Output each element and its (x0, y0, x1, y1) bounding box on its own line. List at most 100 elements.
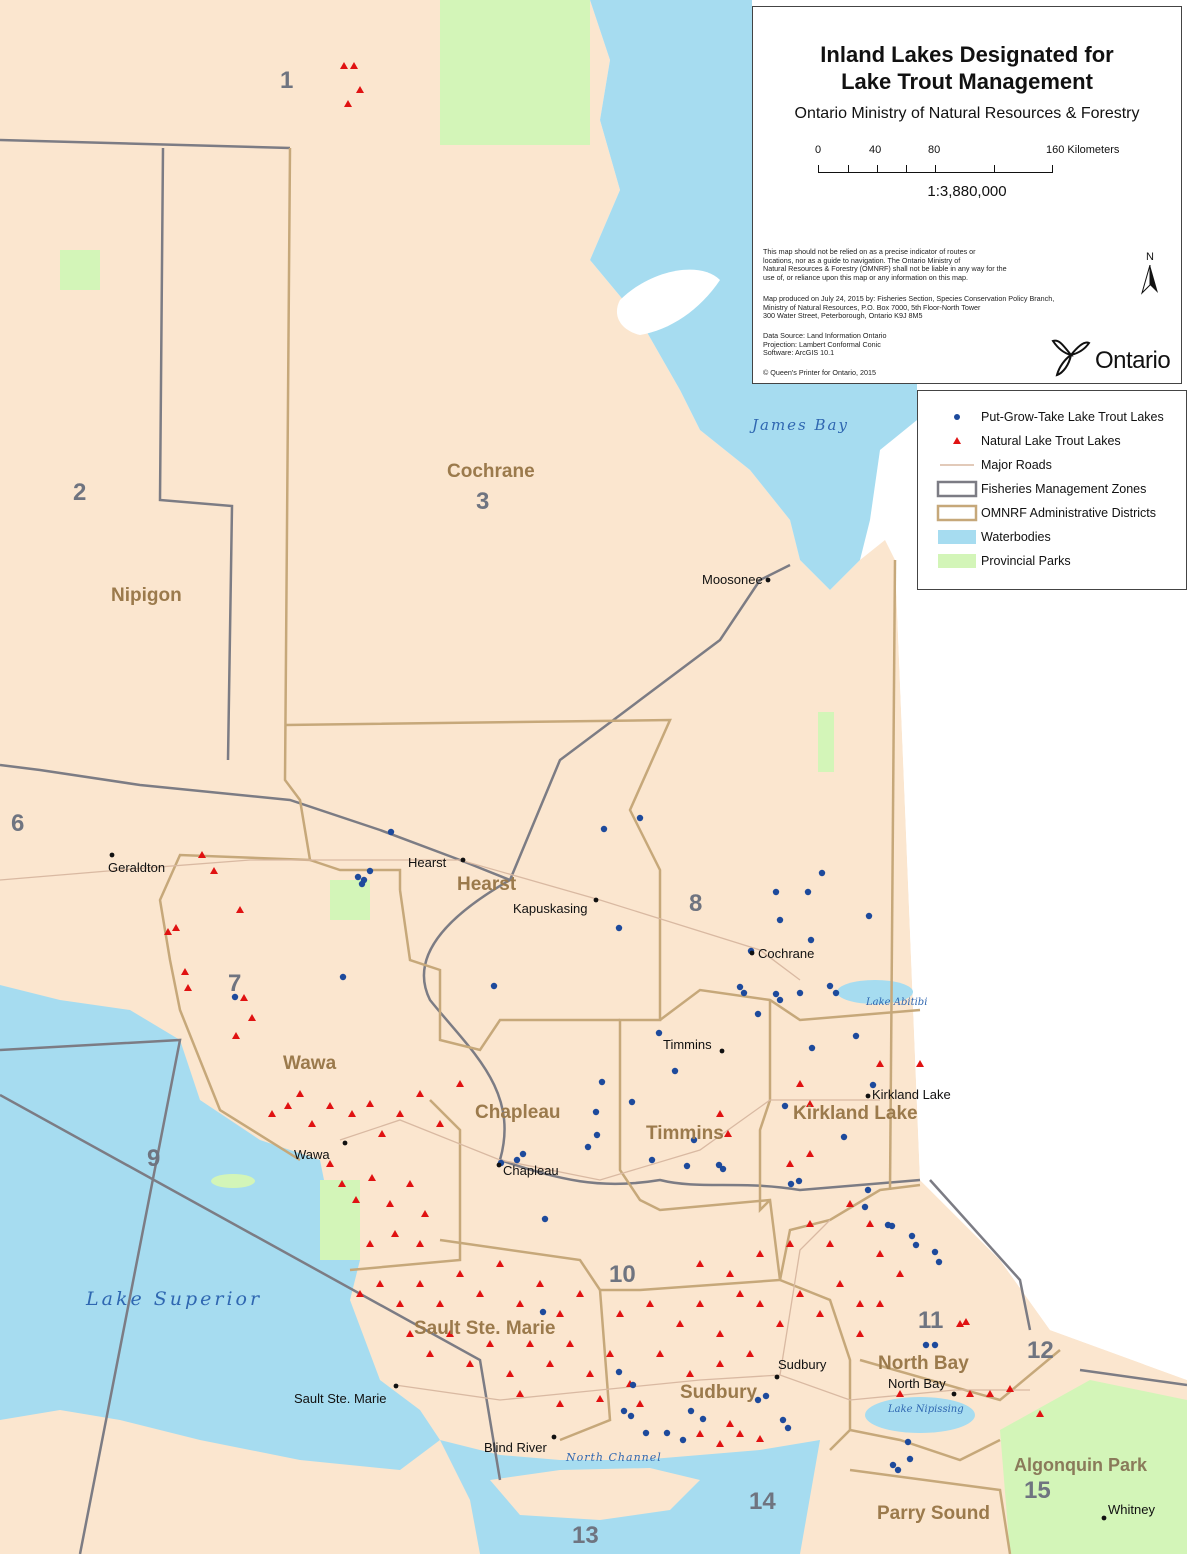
district-box-icon (936, 504, 978, 522)
park-polar-bear (440, 0, 590, 145)
zone-3: 3 (476, 488, 489, 515)
source-line: Data Source: Land Information Ontario (763, 331, 887, 340)
zone-2: 2 (73, 479, 86, 506)
label-james-bay: James Bay (749, 416, 849, 434)
town-points (109, 577, 1107, 1521)
district-wawa: Wawa (283, 1053, 337, 1074)
district-parry-sound: Parry Sound (877, 1503, 990, 1524)
map-title-line2: Lake Trout Management (841, 69, 1093, 94)
source-text: Data Source: Land Information Ontario Pr… (763, 331, 1113, 358)
road-line-icon (940, 464, 974, 466)
zone-14: 14 (749, 1488, 776, 1515)
label-north-channel: North Channel (565, 1451, 662, 1464)
town-blind-river: Blind River (484, 1440, 548, 1455)
town-moosonee: Moosonee (702, 572, 763, 587)
agency-name: Ontario Ministry of Natural Resources & … (794, 105, 1140, 122)
district-timmins: Timmins (646, 1123, 724, 1144)
ontario-logo: Ontario (1049, 331, 1183, 381)
district-sudbury: Sudbury (680, 1382, 757, 1403)
disclaimer-line: Natural Resources & Forestry (OMNRF) sha… (763, 264, 1007, 274)
zone-9: 9 (147, 1145, 160, 1172)
zone-1: 1 (280, 67, 293, 94)
north-arrow-icon (1140, 264, 1158, 295)
legend-label: Waterbodies (981, 530, 1051, 544)
legend-label: Natural Lake Trout Lakes (981, 434, 1121, 448)
district-chapleau: Chapleau (475, 1102, 561, 1123)
natural-lake-trout-lakes (164, 62, 1044, 1447)
lake-abitibi-shape (837, 980, 913, 1004)
lake-nipissing-shape (865, 1397, 975, 1433)
park-swatch-icon (938, 554, 976, 568)
algonquin-park-shape (1000, 1380, 1187, 1554)
quebec-land (895, 560, 1187, 1380)
water-swatch-icon (938, 530, 976, 544)
town-hearst: Hearst (408, 855, 447, 870)
fmz-lines (0, 138, 1187, 1554)
disclaimer-line: use of, or reliance upon this map or any… (763, 272, 968, 282)
town-cochrane: Cochrane (758, 946, 814, 961)
map-title-line1: Inland Lakes Designated for (820, 42, 1114, 67)
zone-8: 8 (689, 890, 702, 917)
scale-tick-80: 80 (928, 144, 941, 156)
zone-6: 6 (11, 810, 24, 837)
lake-superior (0, 985, 440, 1470)
scale-tick-40: 40 (869, 144, 882, 156)
michipicoten-island (211, 1174, 255, 1188)
town-whitney: Whitney (1108, 1502, 1155, 1517)
town-sudbury: Sudbury (778, 1357, 827, 1372)
town-kirkland-lake: Kirkland Lake (872, 1087, 951, 1102)
legend-panel: Put-Grow-Take Lake Trout Lakes Natural L… (917, 390, 1187, 590)
title-panel: Inland Lakes Designated for Lake Trout M… (752, 6, 1182, 384)
district-kirkland-lake: Kirkland Lake (793, 1103, 918, 1124)
town-timmins: Timmins (663, 1037, 712, 1052)
put-grow-take-lakes (231, 814, 943, 1474)
zone-15: 15 (1024, 1477, 1051, 1504)
zone-10: 10 (609, 1261, 636, 1288)
major-roads (0, 859, 1030, 1401)
zone-7: 7 (228, 970, 241, 997)
scale-bar (818, 162, 1053, 173)
label-lake-superior: Lake Superior (85, 1288, 262, 1310)
town-geraldton: Geraldton (108, 860, 165, 875)
label-lake-nipissing: Lake Nipissing (887, 1404, 964, 1415)
town-wawa: Wawa (294, 1147, 330, 1162)
dot-icon (954, 414, 960, 420)
district-nipigon: Nipigon (111, 585, 182, 606)
fmz-box-icon (936, 480, 978, 498)
disclaimer-line: locations, nor as a guide to navigation.… (763, 255, 961, 265)
district-north-bay: North Bay (878, 1353, 969, 1374)
district-hearst: Hearst (457, 874, 517, 895)
source-line: Projection: Lambert Conformal Conic (763, 339, 881, 349)
scale-tick-160: 160 Kilometers (1046, 144, 1120, 156)
label-lake-abitibi: Lake Abitibi (865, 997, 927, 1008)
park-2 (320, 1180, 360, 1260)
produced-text: Map produced on July 24, 2015 by: Fisher… (763, 294, 1113, 321)
legend-label: OMNRF Administrative Districts (981, 506, 1157, 520)
disclaimer-text: This map should not be relied on as a pr… (763, 247, 1113, 282)
scale-ratio: 1:3,880,000 (927, 183, 1007, 200)
north-label: N (1146, 251, 1154, 263)
district-cochrane: Cochrane (447, 461, 535, 482)
legend-label: Provincial Parks (981, 554, 1071, 568)
town-sault-ste-marie: Sault Ste. Marie (294, 1391, 387, 1406)
legend-label: Major Roads (981, 458, 1052, 472)
zone-13: 13 (572, 1522, 599, 1549)
ontario-logo-text: Ontario (1095, 347, 1171, 374)
source-line: Software: ArcGIS 10.1 (763, 348, 835, 358)
produced-line: 300 Water Street, Peterborough, Ontario … (763, 311, 923, 321)
legend-label: Put-Grow-Take Lake Trout Lakes (981, 410, 1164, 424)
disclaimer-line: This map should not be relied on as a pr… (763, 247, 976, 256)
copyright-text: © Queen's Printer for Ontario, 2015 (763, 368, 876, 377)
scale-tick-0: 0 (815, 144, 822, 156)
label-algonquin-park: Algonquin Park (1014, 1455, 1148, 1475)
produced-line: Map produced on July 24, 2015 by: Fisher… (763, 294, 1055, 303)
zone-12: 12 (1027, 1337, 1054, 1364)
town-north-bay: North Bay (888, 1376, 946, 1391)
town-kapuskasing: Kapuskasing (513, 901, 587, 916)
triangle-icon (953, 437, 961, 444)
district-borders (158, 147, 1061, 1554)
town-chapleau: Chapleau (503, 1163, 559, 1178)
map-title: Inland Lakes Designated for Lake Trout M… (753, 41, 1181, 95)
park-1 (818, 712, 834, 772)
